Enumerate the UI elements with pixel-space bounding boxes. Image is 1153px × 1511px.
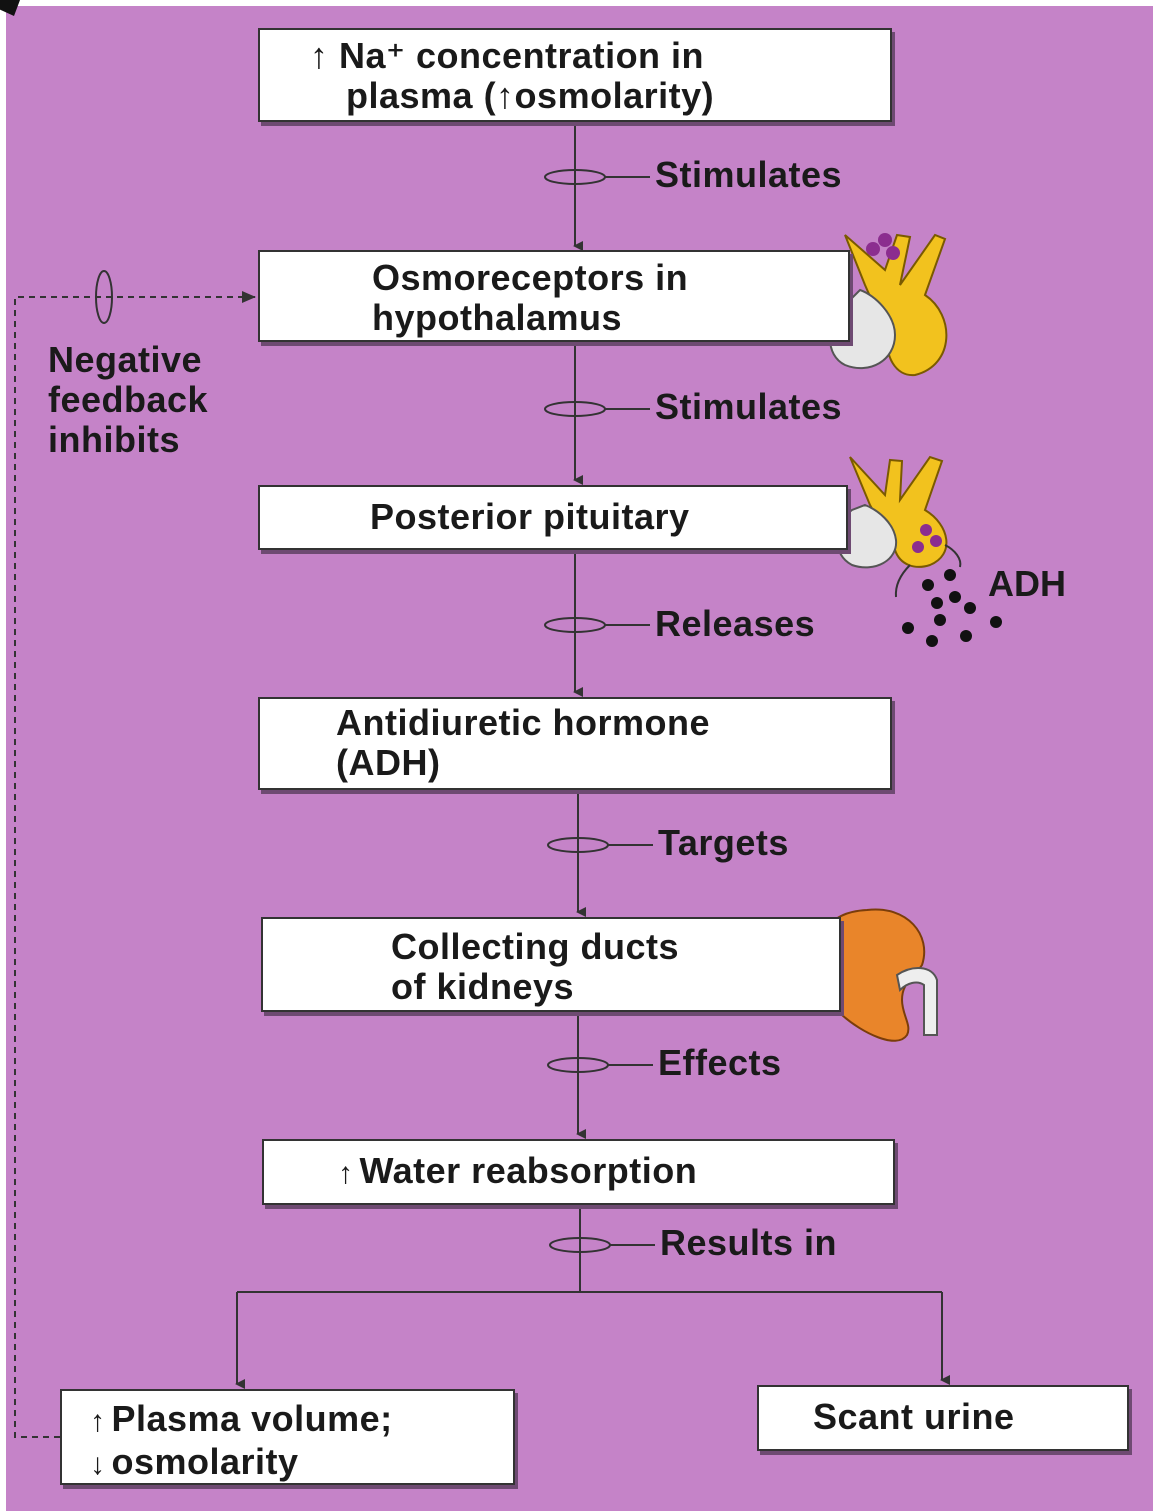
na-concentration-line1: ↑ Na⁺ concentration in	[310, 36, 890, 76]
collecting-ducts-line2: of kidneys	[391, 967, 839, 1007]
scant-urine-label: Scant urine	[813, 1397, 1127, 1437]
adh-box: Antidiuretic hormone (ADH)	[258, 697, 892, 790]
down-arrow-icon: ↓	[90, 1448, 106, 1481]
up-arrow-icon: ↑	[338, 1157, 354, 1190]
negative-feedback-line2: feedback	[48, 380, 208, 420]
connector-label-results-in: Results in	[660, 1222, 837, 1264]
connector-label-targets: Targets	[658, 822, 789, 864]
na-concentration-line2: plasma (↑osmolarity)	[310, 76, 890, 116]
negative-feedback-line3: inhibits	[48, 420, 208, 460]
adh-line2: (ADH)	[336, 743, 890, 783]
osmoreceptors-line1: Osmoreceptors in	[372, 258, 848, 298]
water-reabsorption-label: Water reabsorption	[360, 1150, 698, 1191]
plasma-volume-label: Plasma volume;	[112, 1398, 393, 1439]
connector-label-effects: Effects	[658, 1042, 782, 1084]
plasma-volume-box: ↑Plasma volume; ↓osmolarity	[60, 1389, 515, 1485]
adh-release-label: ADH	[988, 563, 1066, 605]
up-arrow-icon: ↑	[90, 1405, 106, 1438]
na-concentration-box: ↑ Na⁺ concentration in plasma (↑osmolari…	[258, 28, 892, 122]
osmoreceptors-line2: hypothalamus	[372, 298, 848, 338]
connector-label-releases: Releases	[655, 603, 815, 645]
collecting-ducts-box: Collecting ducts of kidneys	[261, 917, 841, 1012]
pituitary-icon	[837, 457, 960, 597]
collecting-ducts-line1: Collecting ducts	[391, 927, 839, 967]
connector-label-stimulates-1: Stimulates	[655, 154, 842, 196]
posterior-pituitary-label: Posterior pituitary	[370, 497, 846, 537]
osmoreceptors-box: Osmoreceptors in hypothalamus	[258, 250, 850, 342]
connector-label-stimulates-2: Stimulates	[655, 386, 842, 428]
osmolarity-label: osmolarity	[112, 1441, 299, 1482]
water-reabsorption-box: ↑Water reabsorption	[262, 1139, 895, 1205]
scant-urine-box: Scant urine	[757, 1385, 1129, 1451]
adh-dots-icon	[902, 569, 1002, 647]
adh-line1: Antidiuretic hormone	[336, 703, 890, 743]
negative-feedback-label: Negative feedback inhibits	[48, 340, 208, 460]
negative-feedback-line1: Negative	[48, 340, 208, 380]
posterior-pituitary-box: Posterior pituitary	[258, 485, 848, 550]
